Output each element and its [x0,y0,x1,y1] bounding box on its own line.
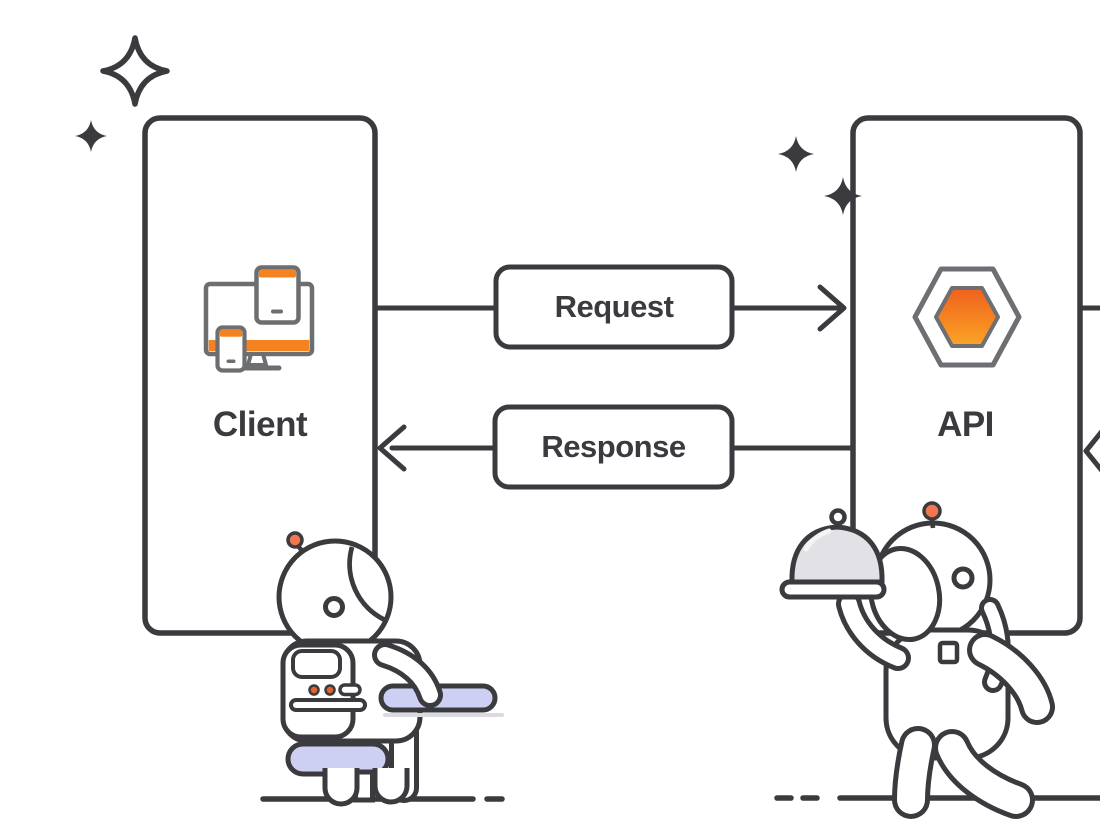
response-arrowhead-icon [377,424,407,472]
request-pill [493,264,735,350]
cloche-highlight [803,528,832,552]
phone [215,325,247,373]
flow-arrows [375,284,1100,473]
astronaut-chest-badge [937,640,960,665]
cloche-knob [829,508,847,526]
astronaut-right-leg [938,734,1030,814]
astronaut-antenna-ball [922,501,942,521]
sparkle-near-api-2-icon [824,177,862,215]
robot-eye [323,596,345,618]
monitor-accent-bar [208,340,310,351]
sparkle-large-outline-icon [100,35,170,107]
sparkles [75,35,862,215]
tablet [254,265,301,325]
astronaut-left-arm [841,596,906,666]
response-pill-label: Response [541,429,686,464]
astronaut-right-arm [972,637,1050,720]
astronaut-visor [867,545,943,643]
hexagon-icon [912,266,1022,368]
request-arrowhead-icon [817,284,847,332]
cloche-plate [779,579,887,600]
sparkle-small-filled-icon [75,120,107,152]
offscreen-response-arrowhead-icon [1083,429,1100,473]
robot-foot [322,768,360,807]
robot-panel-dot [324,684,336,696]
robot-character [276,531,504,807]
robot-panel-dot [308,684,320,696]
response-pill [492,404,735,490]
devices-icon [203,265,315,373]
sparkle-near-api-1-icon [778,136,814,172]
robot-antenna-ball [286,531,304,549]
robot-arm [377,647,438,703]
client-box [142,115,378,636]
astronaut-eye [951,566,975,590]
robot-foot [372,768,410,805]
astronaut-left-leg [897,731,932,814]
client-box-label: Client [212,405,308,444]
robot-visor [347,546,387,623]
monitor-stand [245,352,269,367]
api-box-label: API [937,405,994,444]
request-pill-label: Request [554,289,674,324]
astronaut-character [779,501,1055,819]
